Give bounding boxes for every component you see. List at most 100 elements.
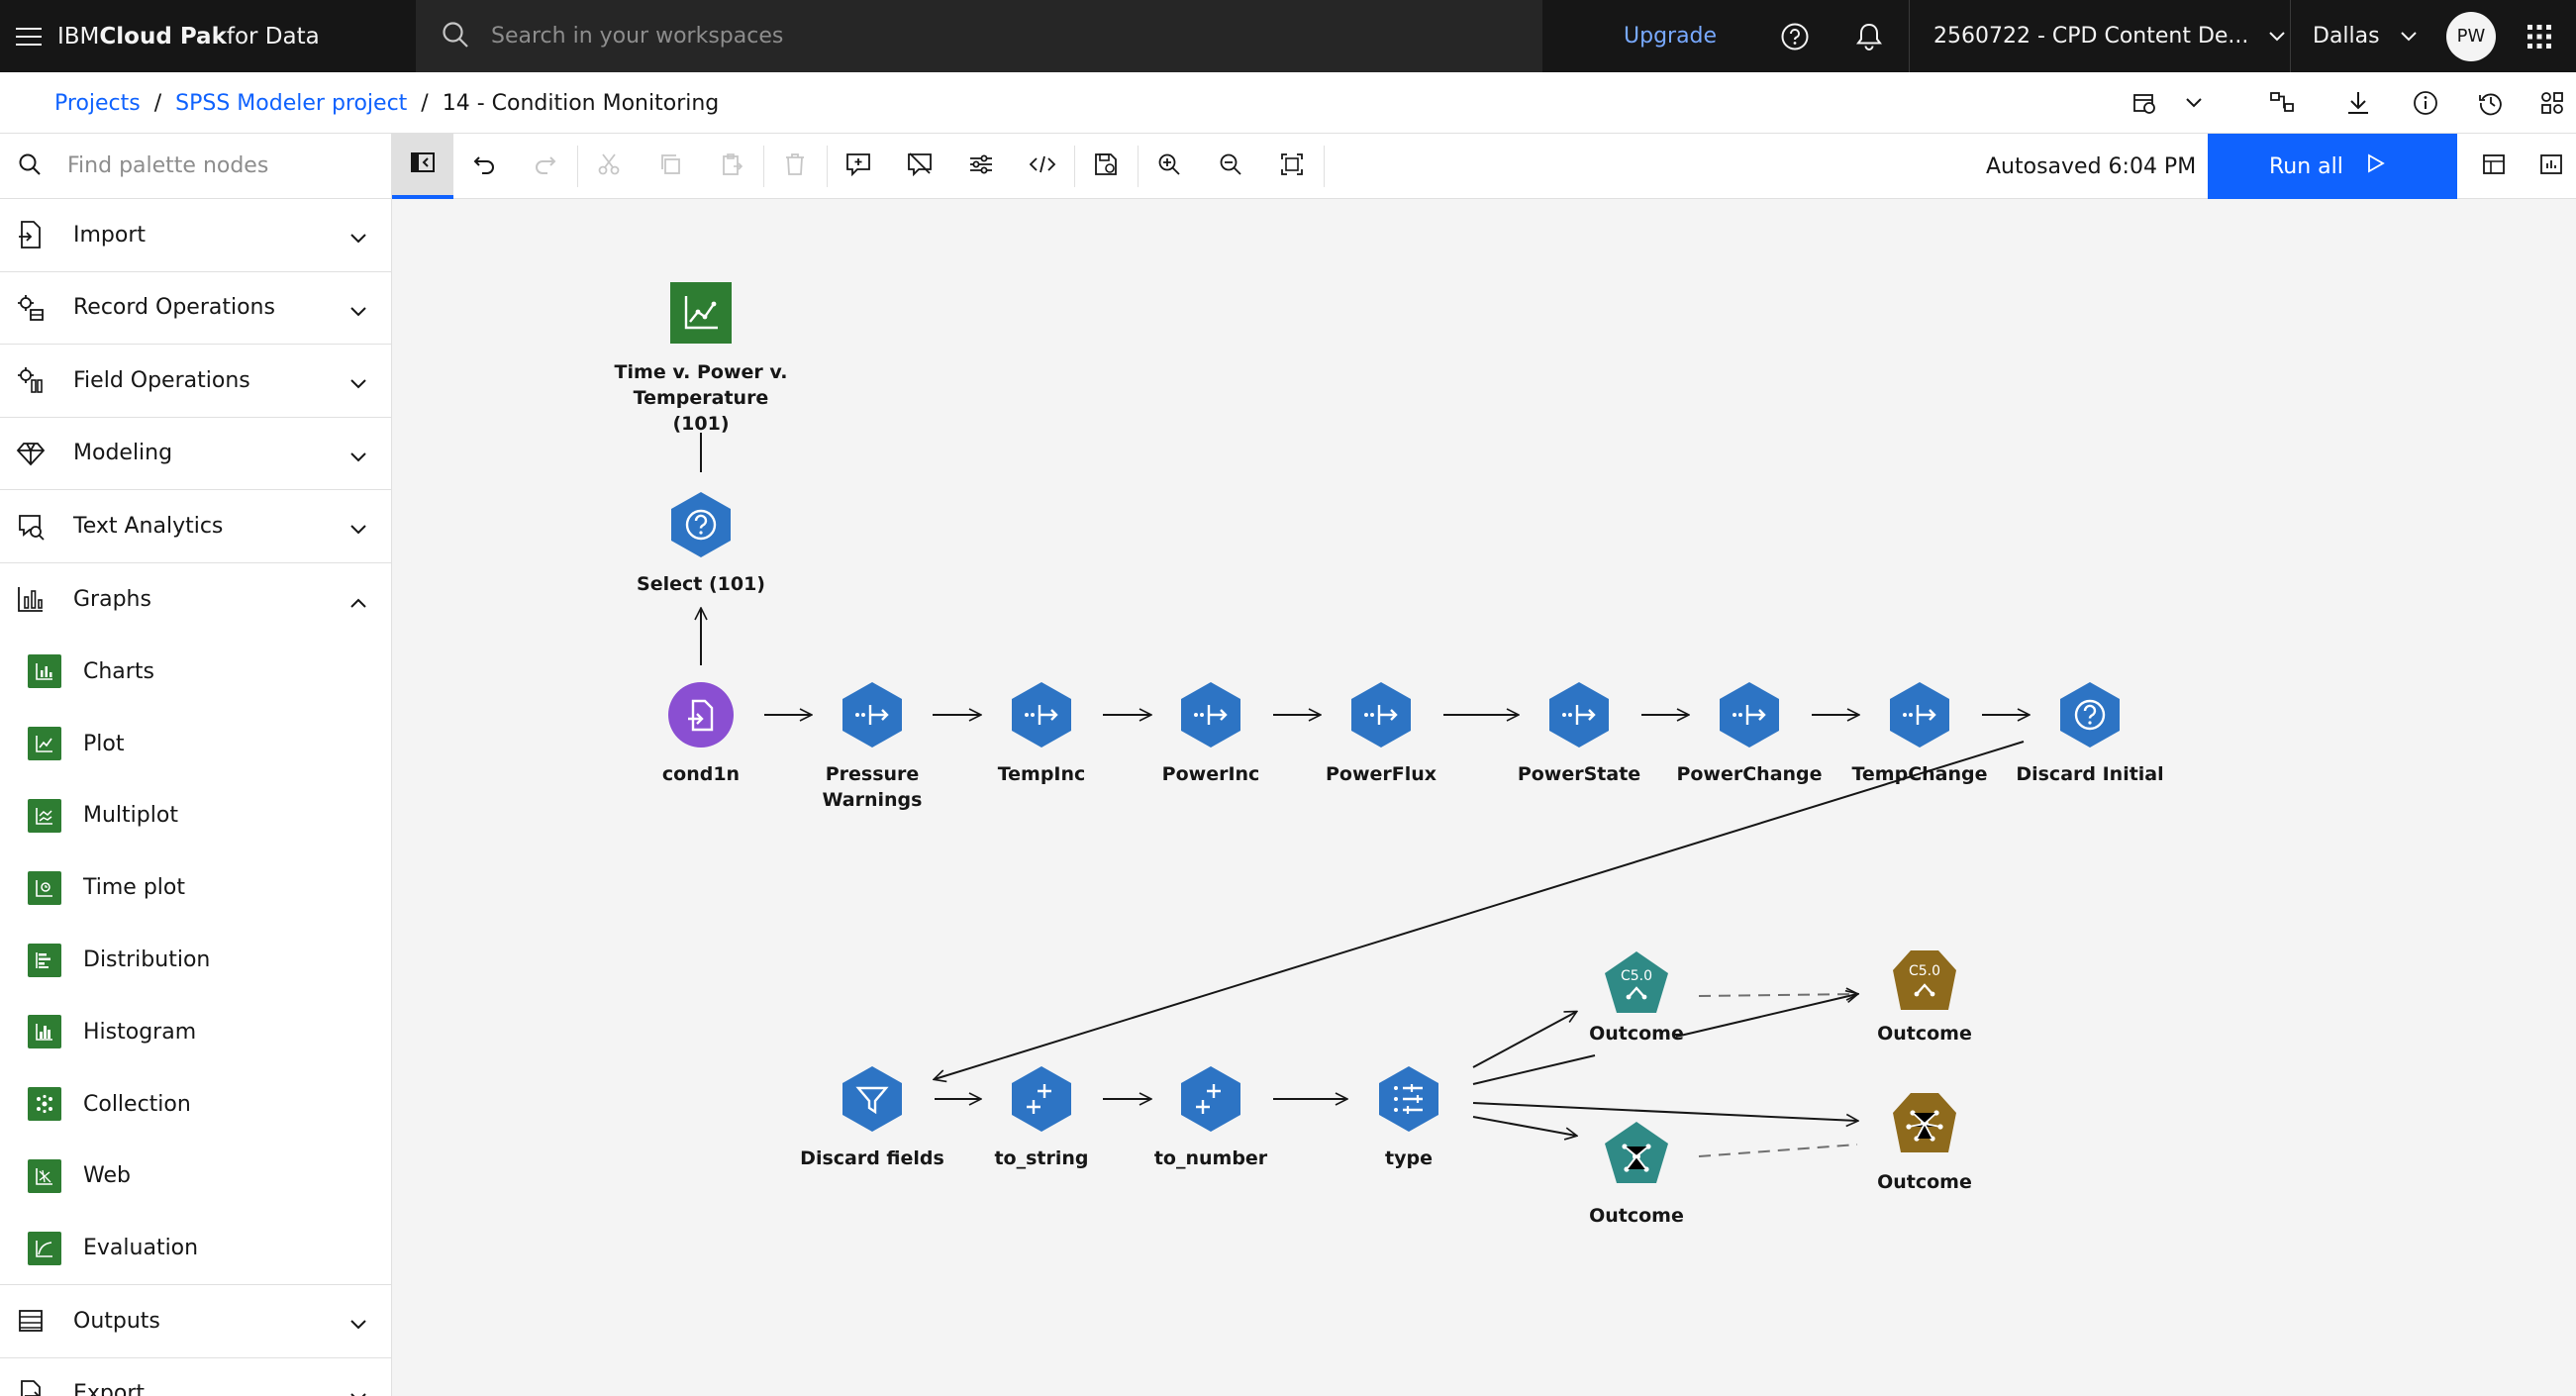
palette-search-input[interactable] [67, 153, 364, 178]
node-label: PowerChange [1676, 763, 1823, 785]
run-all-button[interactable]: Run all [2208, 134, 2457, 199]
chevron-down-icon [2400, 24, 2418, 49]
palette-node-charts[interactable]: Charts [0, 636, 391, 708]
palette-category-outputs[interactable]: Outputs [0, 1285, 391, 1358]
messages-panel-button[interactable] [2521, 134, 2576, 199]
node-to-string[interactable]: to_string [952, 1064, 1131, 1171]
breadcrumb-projects[interactable]: Projects [54, 90, 141, 116]
menu-icon[interactable] [0, 0, 57, 72]
code-button[interactable] [1012, 134, 1073, 199]
node-label: to_number [1153, 1147, 1268, 1169]
redo-button[interactable] [515, 134, 576, 199]
global-search[interactable] [416, 0, 1542, 72]
select-icon [2055, 680, 2125, 749]
node-tempchange[interactable]: TempChange [1831, 680, 2009, 787]
flow-settings-icon[interactable] [2261, 72, 2305, 134]
node-outcome-net-nugget[interactable]: Outcome [1835, 1090, 2014, 1195]
related-assets-icon[interactable] [2530, 72, 2574, 134]
chevron-up-icon [349, 590, 367, 615]
link-type-c50-nugget-b[interactable] [1675, 994, 1857, 1038]
node-discard-fields[interactable]: Discard fields [783, 1064, 961, 1171]
node-powerstate[interactable]: PowerState [1490, 680, 1668, 787]
node-label: Outcome [1589, 1205, 1684, 1227]
breadcrumb-project[interactable]: SPSS Modeler project [175, 90, 408, 116]
palette-node-web[interactable]: Web [0, 1141, 391, 1213]
palette-category-export[interactable]: Export [0, 1358, 391, 1396]
palette-node-time-plot[interactable]: Time plot [0, 851, 391, 924]
version-icon[interactable] [2123, 72, 2166, 134]
link-c50-model-nugget[interactable] [1698, 994, 1857, 996]
link-type-c50-nugget-a[interactable] [1472, 1054, 1596, 1085]
link-discard-initial-discard-fields[interactable] [935, 741, 2025, 1079]
global-search-input[interactable] [491, 24, 1382, 49]
history-icon[interactable] [2469, 72, 2513, 134]
node-outcome-net-model[interactable]: Outcome [1547, 1118, 1726, 1229]
hide-comments-button[interactable] [889, 134, 950, 199]
svg-text:C5.0: C5.0 [1621, 968, 1652, 984]
palette-node-distribution[interactable]: Distribution [0, 924, 391, 996]
select-icon [666, 490, 736, 559]
palette-category-import[interactable]: Import [0, 199, 391, 272]
node-label: TempInc [997, 763, 1086, 785]
paste-button[interactable] [701, 134, 762, 199]
help-icon[interactable] [1775, 0, 1815, 72]
toggle-palette-button[interactable] [392, 134, 453, 199]
undo-button[interactable] [453, 134, 515, 199]
link-type-c50-model[interactable] [1472, 1012, 1576, 1068]
app-switcher-icon[interactable] [2515, 0, 2564, 72]
node-cond1n[interactable]: cond1n [612, 680, 790, 787]
zoom-out-button[interactable] [1200, 134, 1261, 199]
chevron-down-icon [349, 1312, 367, 1337]
upgrade-link[interactable]: Upgrade [1624, 24, 1718, 49]
settings-button[interactable] [950, 134, 1012, 199]
node-powerinc[interactable]: PowerInc [1122, 680, 1300, 787]
fit-to-screen-button[interactable] [1261, 134, 1323, 199]
svg-text:C5.0: C5.0 [1909, 963, 1940, 979]
redo-icon [534, 153, 557, 179]
node-time-plot[interactable]: Time v. Power v. Temperature (101) [612, 278, 790, 437]
canvas-toolbar: Autosaved 6:04 PM Run all [392, 134, 2576, 199]
palette-node-evaluation[interactable]: Evaluation [0, 1212, 391, 1284]
delete-button[interactable] [764, 134, 826, 199]
palette-category-record-operations[interactable]: Record Operations [0, 272, 391, 345]
node-outcome-c50-model[interactable]: C5.0 Outcome [1547, 947, 1726, 1047]
node-select-101[interactable]: Select (101) [612, 490, 790, 597]
download-icon[interactable] [2336, 72, 2380, 134]
node-powerchange[interactable]: PowerChange [1660, 680, 1838, 787]
node-powerflux[interactable]: PowerFlux [1292, 680, 1470, 787]
palette-node-collection[interactable]: Collection [0, 1068, 391, 1141]
palette-search[interactable] [0, 134, 391, 199]
avatar: PW [2446, 11, 2496, 61]
chevron-down-icon[interactable] [2172, 72, 2216, 134]
node-type[interactable]: type [1320, 1064, 1498, 1171]
palette-node-multiplot[interactable]: Multiplot [0, 780, 391, 852]
notification-icon[interactable] [1849, 0, 1889, 72]
region-switcher[interactable]: Dallas [2290, 0, 2436, 72]
palette-node-plot[interactable]: Plot [0, 708, 391, 780]
info-icon[interactable] [2404, 72, 2447, 134]
palette-category-field-operations[interactable]: Field Operations [0, 345, 391, 418]
node-discard-initial[interactable]: Discard Initial [2001, 680, 2179, 787]
product-name[interactable]: IBM Cloud Pak for Data [57, 23, 320, 50]
node-outcome-c50-nugget[interactable]: C5.0 Outcome [1835, 947, 2014, 1047]
user-avatar-button[interactable]: PW [2445, 0, 2497, 72]
copy-button[interactable] [640, 134, 701, 199]
link-type-net-nugget[interactable] [1472, 1102, 1857, 1121]
diamond-icon [16, 439, 46, 468]
save-as-button[interactable] [1075, 134, 1137, 199]
node-pressure-warnings[interactable]: Pressure Warnings [783, 680, 961, 813]
flow-canvas[interactable]: Time v. Power v. Temperature (101) Selec… [392, 199, 2576, 1396]
palette-category-text-analytics[interactable]: Text Analytics [0, 490, 391, 563]
link-net-model-nugget[interactable] [1698, 1144, 1858, 1157]
cut-button[interactable] [578, 134, 640, 199]
account-switcher[interactable]: 2560722 - CPD Content De... [1909, 0, 2290, 72]
node-tempinc[interactable]: TempInc [952, 680, 1131, 787]
add-comment-button[interactable] [828, 134, 889, 199]
zoom-in-button[interactable] [1139, 134, 1200, 199]
palette-category-graphs[interactable]: Graphs [0, 563, 391, 637]
palette-node-histogram[interactable]: Histogram [0, 996, 391, 1068]
link-type-net-model[interactable] [1472, 1116, 1576, 1136]
palette-category-modeling[interactable]: Modeling [0, 418, 391, 490]
outputs-panel-button[interactable] [2463, 134, 2525, 199]
node-to-number[interactable]: to_number [1122, 1064, 1300, 1171]
